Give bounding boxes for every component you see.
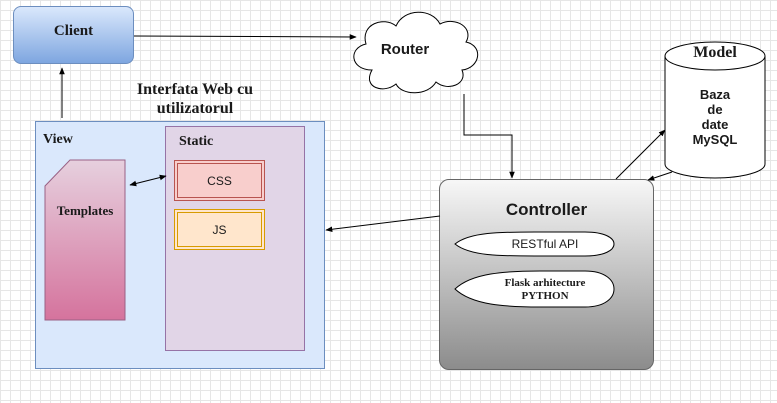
css-label: CSS: [177, 163, 262, 198]
edge-controller-view: [325, 215, 441, 233]
edge-router-controller: [463, 94, 515, 179]
model-line-1: Baza: [699, 87, 731, 102]
client-node[interactable]: Client: [13, 6, 134, 64]
edge-client-router: [133, 34, 357, 40]
client-label: Client: [53, 22, 94, 39]
controller-label: Controller: [505, 200, 588, 219]
templates-node[interactable]: [44, 159, 126, 321]
model-line-4: MySQL: [692, 132, 738, 147]
flask-python-shape[interactable]: [454, 270, 615, 308]
edge-templates-static: [129, 174, 167, 187]
edge-model-controller: [647, 171, 673, 181]
restful-api-shape[interactable]: [454, 231, 615, 257]
model-text: Baza de date MySQL: [665, 87, 765, 147]
templates-label: Templates: [56, 203, 114, 218]
js-label: JS: [177, 212, 262, 247]
model-line-3: date: [701, 117, 729, 132]
router-cloud[interactable]: [353, 11, 478, 94]
flask-line-2: PYTHON: [521, 290, 569, 302]
js-node[interactable]: JS: [174, 209, 265, 250]
edge-controller-model: [615, 129, 666, 180]
flask-python-label: Flask arhitecture PYTHON: [480, 277, 610, 303]
restful-api-label: RESTful API: [511, 237, 579, 251]
view-label: View: [43, 132, 73, 147]
web-interface-title: Interfata Web cu utilizatorul: [136, 81, 254, 117]
router-label: Router: [380, 41, 430, 58]
model-database[interactable]: [664, 41, 766, 179]
model-title: Model: [693, 44, 737, 61]
css-node[interactable]: CSS: [174, 160, 265, 201]
flask-line-1: Flask arhitecture: [504, 277, 586, 289]
static-label: Static: [179, 134, 214, 149]
model-line-2: de: [707, 102, 723, 117]
